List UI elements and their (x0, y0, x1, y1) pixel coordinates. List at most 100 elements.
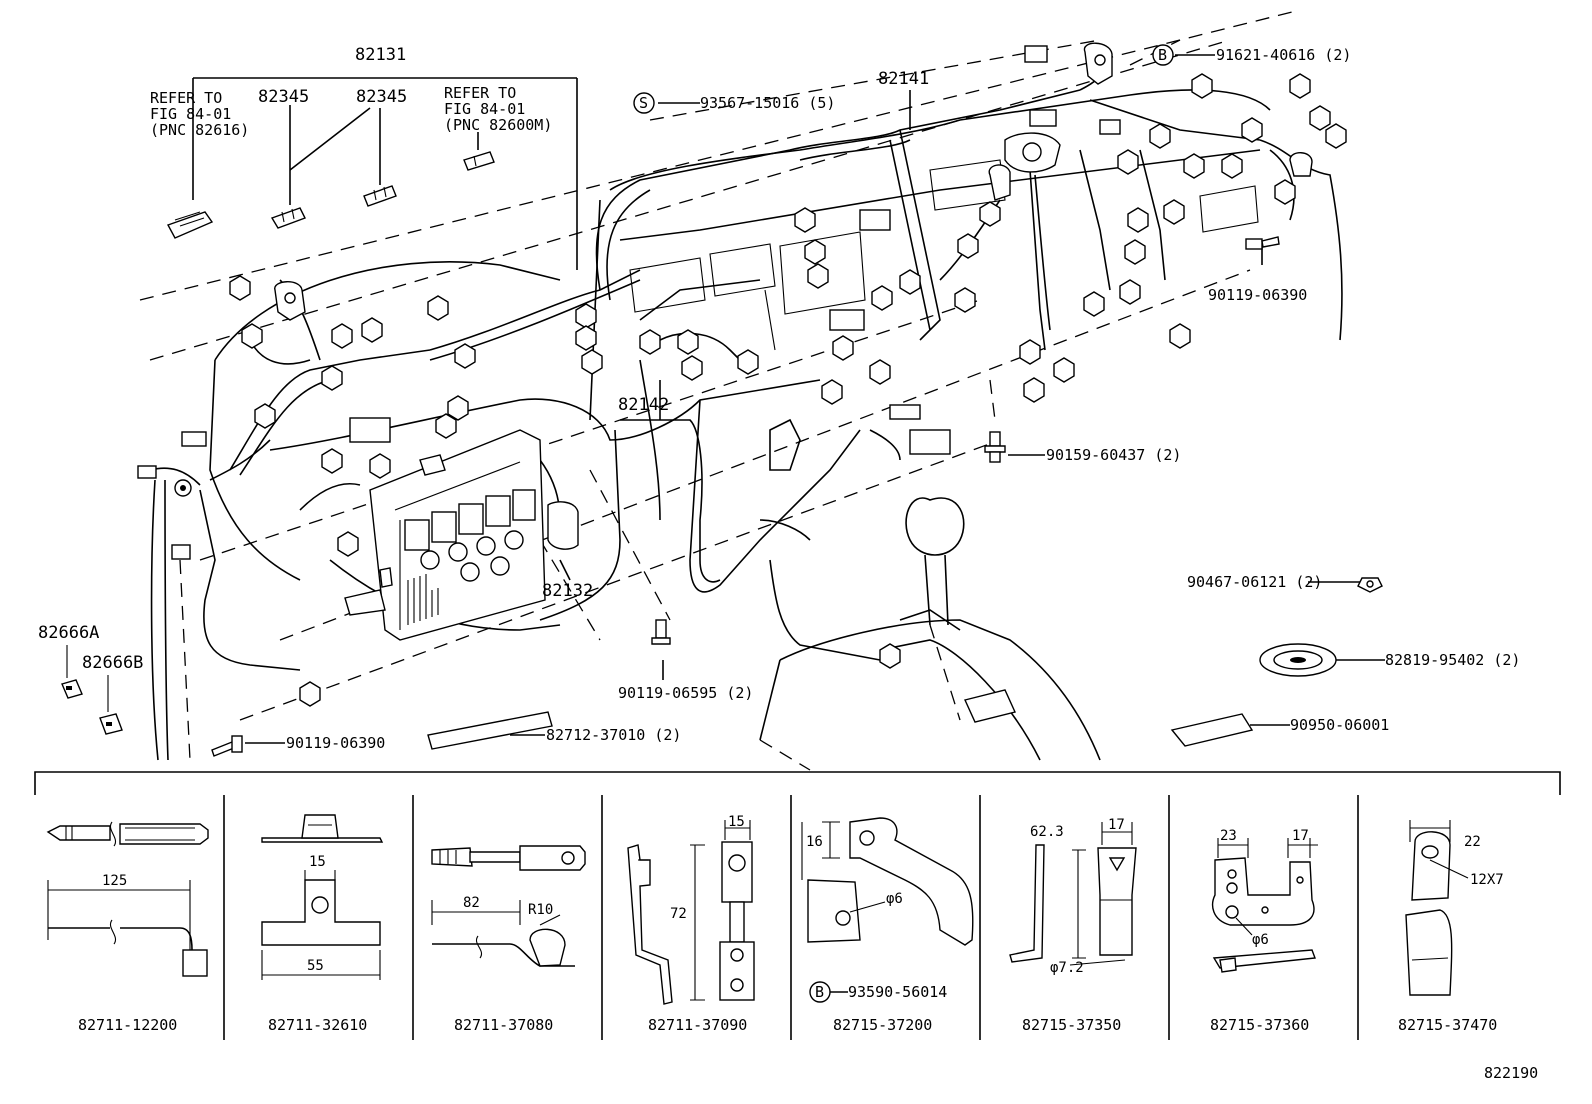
label-82712-37010: 82712-37010 (2) (546, 726, 681, 744)
connector-box (829, 309, 865, 331)
part-number-82715-37350: 82715-37350 (1022, 1016, 1121, 1034)
part-number-82715-37360: 82715-37360 (1210, 1016, 1309, 1034)
refer-note-1-line2: FIG 84-01 (150, 105, 231, 123)
connector-hex (899, 269, 921, 295)
connector-hex (321, 365, 343, 391)
connector-hex (1221, 153, 1243, 179)
connector-hex (1053, 357, 1075, 383)
refer-note-2-line3: (PNC 82600M) (444, 116, 552, 134)
connector-hex (794, 207, 816, 233)
connector-box (181, 431, 207, 447)
connector-hex (879, 643, 901, 669)
connector-hex (229, 275, 251, 301)
connector-hex (581, 349, 603, 375)
part-number-82711-37080: 82711-37080 (454, 1016, 553, 1034)
dim-15b: 15 (728, 814, 745, 830)
label-82131: 82131 (355, 45, 406, 65)
connector-box (889, 404, 921, 420)
panel-openings (629, 159, 1259, 351)
part-number-82711-12200: 82711-12200 (78, 1016, 177, 1034)
instrument-panel-outline (209, 89, 1271, 771)
connector-hex (1274, 179, 1296, 205)
connector-hex (1169, 323, 1191, 349)
dim-phi7-2: φ7.2 (1050, 960, 1084, 976)
part-82715-37360: 23 17 φ6 82715-37360 (1210, 828, 1318, 1034)
dim-R10: R10 (528, 902, 553, 918)
bolt-90119-06390-left (211, 735, 243, 757)
fasteners (61, 236, 1383, 757)
dim-62-3: 62.3 (1030, 824, 1064, 840)
b-mark-circle-top (1152, 44, 1174, 66)
connector-hex (1241, 117, 1263, 143)
connector-hex (447, 395, 469, 421)
connector-hex (1117, 149, 1139, 175)
part-number-82715-37200: 82715-37200 (833, 1016, 932, 1034)
label-82132: 82132 (542, 581, 593, 601)
connector-hex (369, 453, 391, 479)
clip-82666A (61, 679, 83, 699)
connector-hex (435, 413, 457, 439)
label-90950-06001: 90950-06001 (1290, 716, 1389, 734)
clip-90467-06121 (1357, 577, 1383, 593)
label-93567-15016: 93567-15016 (5) (700, 94, 835, 112)
connector-box (1099, 119, 1121, 135)
label-82141: 82141 (878, 69, 929, 89)
dim-17: 17 (1108, 817, 1125, 833)
callout-brackets (192, 77, 578, 270)
connector-hex (804, 239, 826, 265)
connector-hex (331, 323, 353, 349)
connector-hex (1119, 279, 1141, 305)
label-90467-06121: 90467-06121 (2) (1187, 573, 1322, 591)
connector-hex (1124, 239, 1146, 265)
connector-box (909, 429, 951, 455)
part-82711-37080: 82 R10 82711-37080 (431, 845, 586, 1034)
refer-note-2-line1: REFER TO (444, 84, 516, 102)
connector-box (137, 465, 157, 479)
bolt-90159-60437 (984, 431, 1006, 463)
part-number-82711-32610: 82711-32610 (268, 1016, 367, 1034)
dim-72: 72 (670, 906, 687, 922)
connector-hex (1023, 377, 1045, 403)
connector-box (171, 544, 191, 560)
connector-hex (1083, 291, 1105, 317)
connector-hex (807, 263, 829, 289)
connector-hex (241, 323, 263, 349)
connector-hex (677, 329, 699, 355)
dim-82: 82 (463, 895, 480, 911)
b-mark-top: B (1158, 46, 1167, 64)
label-82666B: 82666B (82, 653, 143, 673)
connector-hex (1325, 123, 1347, 149)
connector-hex (1163, 199, 1185, 225)
junction-block (344, 429, 579, 641)
dim-22: 22 (1464, 834, 1481, 850)
label-82666A: 82666A (38, 623, 99, 643)
speaker-82819-95402 (1259, 643, 1337, 677)
callout-labels: 82131 82345 82345 REFER TO FIG 84-01 (PN… (38, 44, 1520, 752)
connector-hex (254, 403, 276, 429)
connector-hex (321, 448, 343, 474)
b-mark-bottom: B (815, 983, 824, 1001)
connector-hex (979, 201, 1001, 227)
connector-hex (869, 359, 891, 385)
refer-note-1-line3: (PNC 82616) (150, 121, 249, 139)
bolt-90119-06595 (651, 619, 671, 645)
connector-hex (1289, 73, 1311, 99)
connector-hex (821, 379, 843, 405)
harness-connectors (137, 45, 1347, 707)
connector-hex (1183, 153, 1205, 179)
bolt-90119-06390-right (1245, 236, 1280, 250)
label-90119-06390-right: 90119-06390 (1208, 286, 1307, 304)
figure-code: 822190 (1484, 1064, 1538, 1082)
label-82345-a: 82345 (258, 87, 309, 107)
connector-box (1029, 109, 1057, 127)
dim-phi6: φ6 (886, 891, 903, 907)
connector-hex (1149, 123, 1171, 149)
connector-hex (954, 287, 976, 313)
connector-hex (957, 233, 979, 259)
connector-hex (337, 531, 359, 557)
dim-17b: 17 (1292, 828, 1309, 844)
parts-legend-frame (34, 771, 1561, 1040)
dim-15: 15 (309, 854, 326, 870)
connector-hex (299, 681, 321, 707)
